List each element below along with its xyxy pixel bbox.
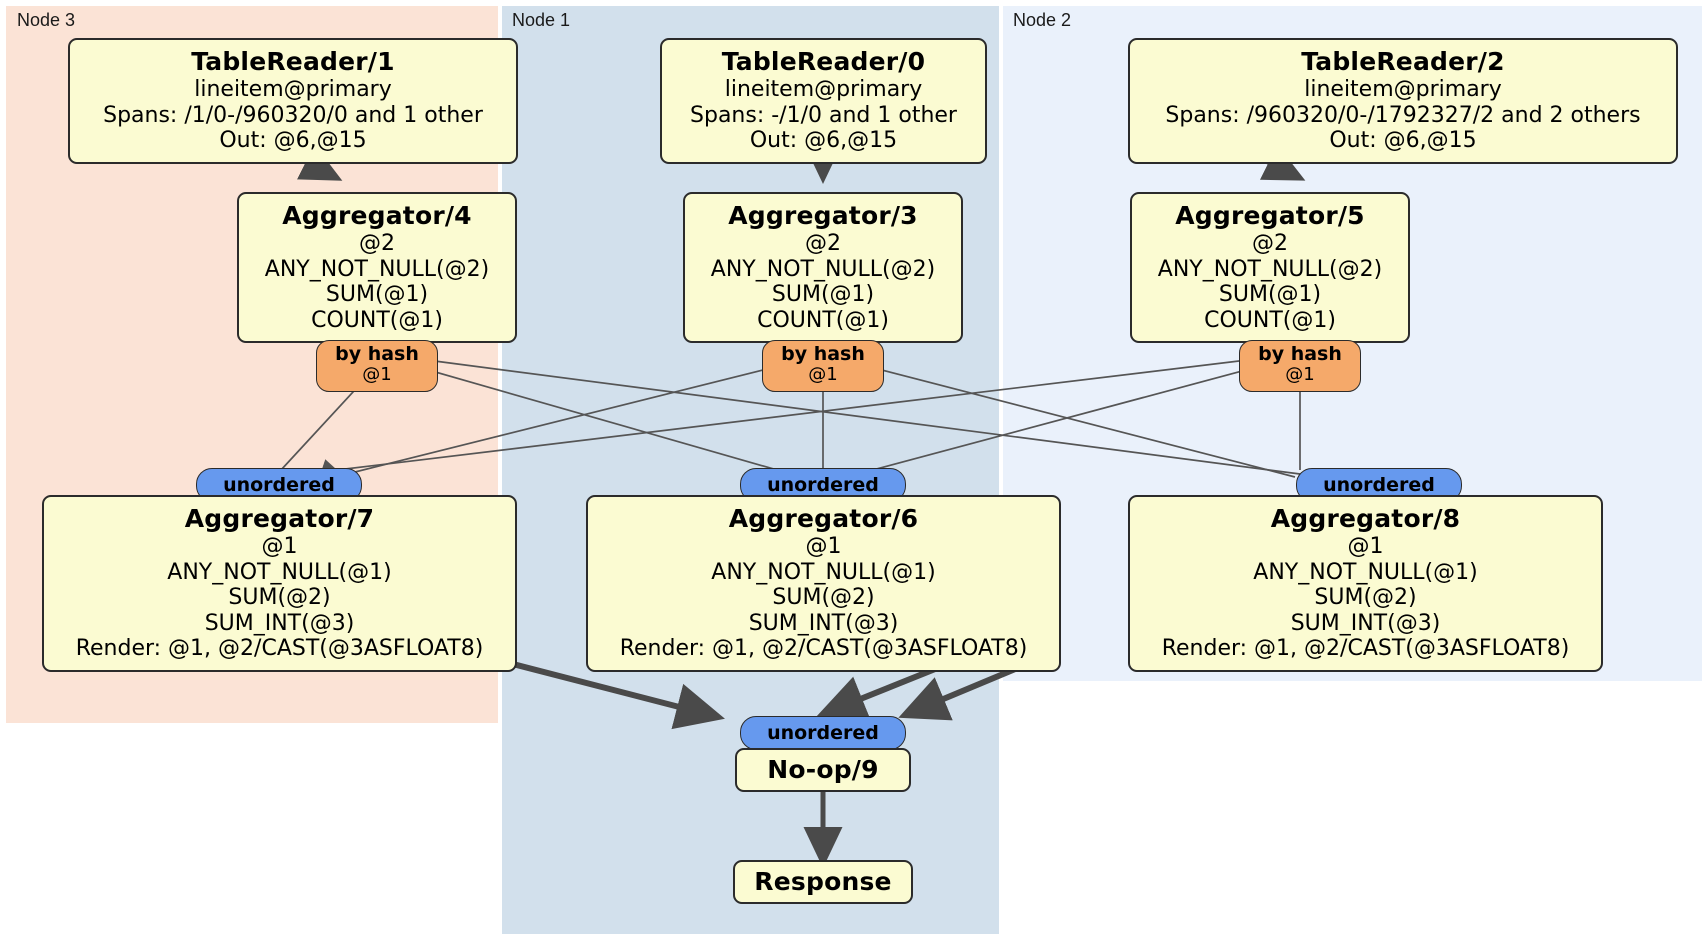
processor-line: ANY_NOT_NULL(@1) <box>711 559 936 585</box>
processor-title: Aggregator/7 <box>184 504 375 533</box>
processor-line: SUM(@1) <box>771 282 875 307</box>
processor-line: lineitem@primary <box>1304 77 1502 102</box>
router-label: by hash <box>1258 343 1342 365</box>
router-detail: @1 <box>808 364 838 385</box>
processor-line: ANY_NOT_NULL(@2) <box>1157 256 1383 282</box>
node-panel-label-node1: Node 1 <box>512 10 571 30</box>
processor-line: lineitem@primary <box>724 77 923 102</box>
processor-title: Aggregator/3 <box>728 201 918 230</box>
processor-title: TableReader/2 <box>1301 47 1505 76</box>
processor-aggregator6[interactable]: Aggregator/6 @1 ANY_NOT_NULL(@1) SUM(@2)… <box>586 495 1061 672</box>
processor-title: TableReader/0 <box>721 47 926 76</box>
processor-line: SUM(@1) <box>325 282 429 307</box>
router-by-hash-node3[interactable]: by hash @1 <box>316 340 438 392</box>
processor-line: lineitem@primary <box>194 77 392 102</box>
processor-line: Out: @6,@15 <box>219 128 367 153</box>
processor-line: Render: @1, @2/CAST(@3ASFLOAT8) <box>619 636 1028 661</box>
processor-line: SUM(@2) <box>228 585 331 610</box>
processor-line: SUM_INT(@3) <box>748 610 899 636</box>
processor-line: SUM_INT(@3) <box>204 610 355 636</box>
processor-aggregator8[interactable]: Aggregator/8 @1 ANY_NOT_NULL(@1) SUM(@2)… <box>1128 495 1603 672</box>
processor-line: Spans: /1/0-/960320/0 and 1 other <box>103 102 483 128</box>
processor-title: No-op/9 <box>767 755 879 784</box>
processor-title: Aggregator/8 <box>1270 504 1461 533</box>
processor-line: @1 <box>805 534 842 559</box>
processor-title: Aggregator/5 <box>1175 201 1365 230</box>
router-label: by hash <box>781 343 865 365</box>
processor-tablereader2[interactable]: TableReader/2 lineitem@primary Spans: /9… <box>1128 38 1678 164</box>
router-detail: @1 <box>362 364 392 385</box>
synchronizer-unordered-final[interactable]: unordered <box>740 716 906 750</box>
processor-line: @1 <box>261 534 298 559</box>
synchronizer-label: unordered <box>767 473 879 496</box>
processor-line: SUM(@2) <box>772 585 875 610</box>
router-label: by hash <box>335 343 419 365</box>
processor-line: Spans: -/1/0 and 1 other <box>690 102 957 128</box>
processor-line: Spans: /960320/0-/1792327/2 and 2 others <box>1165 102 1641 128</box>
processor-line: ANY_NOT_NULL(@2) <box>264 256 490 282</box>
processor-line: @2 <box>359 231 395 256</box>
processor-aggregator5[interactable]: Aggregator/5 @2 ANY_NOT_NULL(@2) SUM(@1)… <box>1130 192 1410 343</box>
processor-tablereader1[interactable]: TableReader/1 lineitem@primary Spans: /1… <box>68 38 518 164</box>
processor-title: Aggregator/4 <box>282 201 472 230</box>
processor-line: COUNT(@1) <box>1204 307 1336 333</box>
synchronizer-label: unordered <box>767 721 879 744</box>
synchronizer-label: unordered <box>1323 473 1435 496</box>
router-by-hash-node1[interactable]: by hash @1 <box>762 340 884 392</box>
processor-line: ANY_NOT_NULL(@2) <box>710 256 936 282</box>
processor-line: Render: @1, @2/CAST(@3ASFLOAT8) <box>1161 636 1570 661</box>
node-panel-label-node2: Node 2 <box>1013 10 1072 30</box>
node-panel-label-node3: Node 3 <box>17 10 76 30</box>
router-by-hash-node2[interactable]: by hash @1 <box>1239 340 1361 392</box>
processor-title: Aggregator/6 <box>728 504 919 533</box>
processor-title: TableReader/1 <box>191 47 395 76</box>
processor-line: Out: @6,@15 <box>1329 128 1477 153</box>
processor-line: @2 <box>805 231 841 256</box>
processor-line: @1 <box>1347 534 1384 559</box>
processor-line: SUM(@2) <box>1314 585 1417 610</box>
processor-line: ANY_NOT_NULL(@1) <box>167 559 392 585</box>
processor-line: SUM_INT(@3) <box>1290 610 1441 636</box>
processor-noop9[interactable]: No-op/9 <box>735 748 911 792</box>
processor-line: SUM(@1) <box>1218 282 1322 307</box>
processor-line: ANY_NOT_NULL(@1) <box>1253 559 1478 585</box>
processor-response[interactable]: Response <box>733 860 913 904</box>
processor-tablereader0[interactable]: TableReader/0 lineitem@primary Spans: -/… <box>660 38 987 164</box>
processor-aggregator7[interactable]: Aggregator/7 @1 ANY_NOT_NULL(@1) SUM(@2)… <box>42 495 517 672</box>
processor-title: Response <box>754 867 892 896</box>
router-detail: @1 <box>1285 364 1315 385</box>
synchronizer-label: unordered <box>223 473 335 496</box>
processor-aggregator4[interactable]: Aggregator/4 @2 ANY_NOT_NULL(@2) SUM(@1)… <box>237 192 517 343</box>
processor-line: COUNT(@1) <box>311 307 443 333</box>
processor-line: @2 <box>1252 231 1288 256</box>
processor-line: Out: @6,@15 <box>749 128 898 153</box>
processor-aggregator3[interactable]: Aggregator/3 @2 ANY_NOT_NULL(@2) SUM(@1)… <box>683 192 963 343</box>
processor-line: Render: @1, @2/CAST(@3ASFLOAT8) <box>75 636 484 661</box>
processor-line: COUNT(@1) <box>757 307 889 333</box>
